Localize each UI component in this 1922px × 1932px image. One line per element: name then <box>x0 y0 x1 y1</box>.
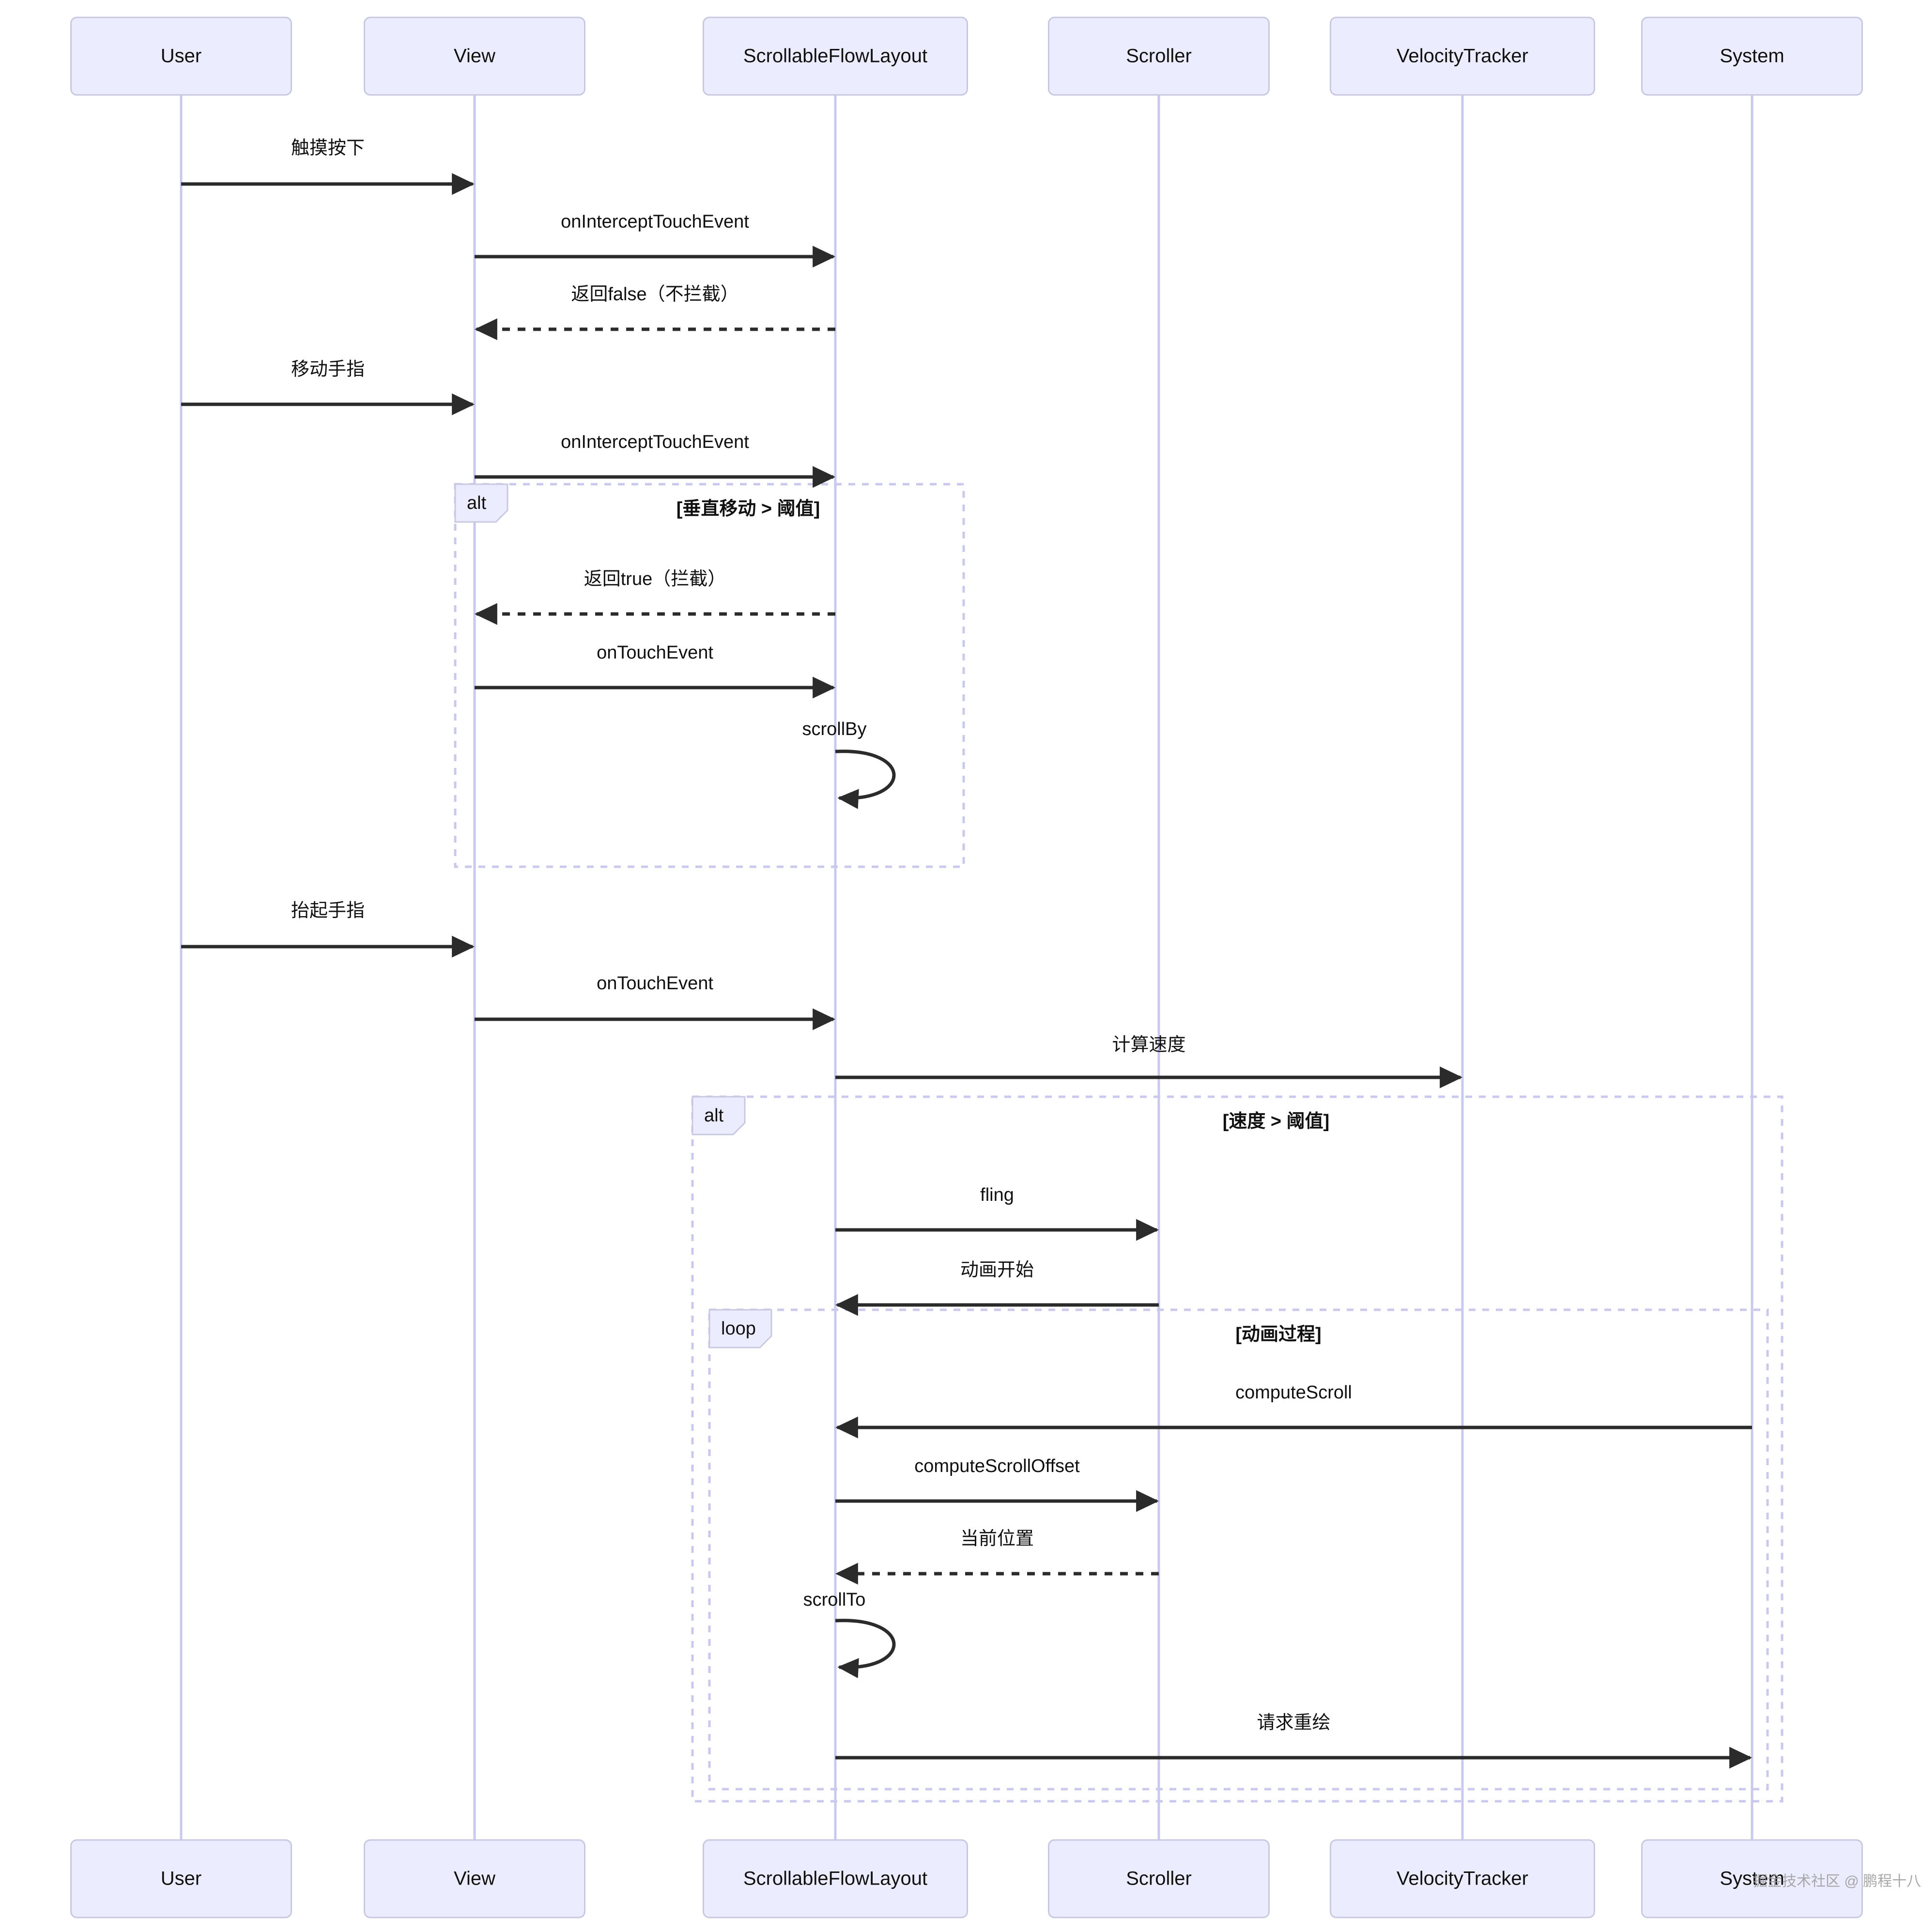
participant-label: User <box>161 46 201 67</box>
message-label: 返回true（拦截） <box>584 569 726 589</box>
message-label: scrollBy <box>802 719 866 739</box>
participant-box <box>1048 1839 1270 1918</box>
message-label: 请求重绘 <box>1257 1713 1330 1733</box>
messages-layer: 触摸按下 onInterceptTouchEvent 返回false（不拦截） 移动手… <box>181 138 1753 1769</box>
message-m18: 请求重绘 <box>835 1713 1753 1769</box>
message-m4: 移动手指 <box>181 359 475 415</box>
message-label: 计算速度 <box>1112 1035 1185 1055</box>
participant-scroller-bottom[interactable]: Scroller <box>1048 1839 1270 1918</box>
message-label: 移动手指 <box>291 359 365 380</box>
participant-box <box>364 1839 585 1918</box>
message-m7: onTouchEvent <box>475 643 836 699</box>
participant-label: Scroller <box>1126 46 1192 67</box>
message-label: computeScrollOffset <box>914 1456 1080 1476</box>
fragment-loop-frag-loop-1: loop [动画过程] <box>708 1308 1769 1791</box>
participant-view-top[interactable]: View <box>364 16 585 96</box>
participant-label: Scroller <box>1126 1868 1192 1889</box>
participant-box <box>70 1839 292 1918</box>
message-m10: onTouchEvent <box>475 973 836 1030</box>
message-label: onInterceptTouchEvent <box>561 212 749 232</box>
participant-box <box>1330 16 1595 96</box>
participant-box <box>703 1839 968 1918</box>
participant-view-bottom[interactable]: View <box>364 1839 585 1918</box>
participant-box <box>703 16 968 96</box>
participant-label: View <box>454 1868 495 1889</box>
message-m14: computeScroll <box>835 1382 1752 1439</box>
message-m5: onInterceptTouchEvent <box>475 432 836 488</box>
fragment-tab <box>692 1096 746 1135</box>
message-m9: 抬起手指 <box>181 901 475 958</box>
message-label: onInterceptTouchEvent <box>561 432 749 452</box>
watermark-label: 掘金技术社区 @ 鹏程十八少 <box>1753 1873 1922 1889</box>
fragment-kind-label: alt <box>704 1105 724 1126</box>
message-label: 返回false（不拦截） <box>571 284 738 305</box>
message-m2: onInterceptTouchEvent <box>475 212 836 268</box>
fragment-condition-label: [动画过程] <box>1235 1324 1321 1345</box>
fragment-kind-label: alt <box>467 493 487 513</box>
message-label: scrollTo <box>803 1590 866 1610</box>
participant-scroller-top[interactable]: Scroller <box>1048 16 1270 96</box>
message-label: 抬起手指 <box>291 901 365 921</box>
fragments-layer: alt [垂直移动 > 阈值] alt [速度 > 阈值] loop [动画过程] <box>454 483 1784 1803</box>
participant-label: User <box>161 1868 201 1889</box>
self-message-arrow <box>835 750 896 809</box>
participant-label: View <box>454 46 495 67</box>
participant-box <box>1641 1839 1863 1918</box>
participant-label: VelocityTracker <box>1397 1868 1528 1889</box>
message-m15: computeScrollOffset <box>835 1456 1159 1512</box>
fragment-tab <box>454 483 508 523</box>
message-m6: 返回true（拦截） <box>474 569 835 625</box>
participant-layout-top[interactable]: ScrollableFlowLayout <box>703 16 968 96</box>
message-m8: scrollBy <box>802 719 896 809</box>
message-m3: 返回false（不拦截） <box>474 284 835 340</box>
participant-label: System <box>1720 46 1784 67</box>
fragment-condition-label: [速度 > 阈值] <box>1223 1111 1330 1132</box>
participant-box <box>1641 16 1863 96</box>
participant-box <box>1330 1839 1595 1918</box>
message-m17: scrollTo <box>803 1590 896 1678</box>
fragment-kind-label: loop <box>721 1319 756 1339</box>
participant-box <box>1048 16 1270 96</box>
message-label: 动画开始 <box>960 1260 1034 1280</box>
participant-system-bottom[interactable]: System <box>1641 1839 1863 1918</box>
message-label: onTouchEvent <box>597 973 713 994</box>
participant-user-top[interactable]: User <box>70 16 292 96</box>
participant-label: System <box>1720 1868 1784 1889</box>
participant-system-top[interactable]: System <box>1641 16 1863 96</box>
participant-user-bottom[interactable]: User <box>70 1839 292 1918</box>
fragment-alt-frag-alt-2: alt [速度 > 阈值] <box>691 1095 1784 1803</box>
message-m1: 触摸按下 <box>181 138 475 195</box>
message-label: 触摸按下 <box>291 138 365 158</box>
participant-label: ScrollableFlowLayout <box>743 1868 927 1889</box>
lifelines-layer <box>180 95 1753 1840</box>
actors-bottom-layer: User View ScrollableFlowLayout Scroller Velo… <box>70 1839 1863 1918</box>
fragment-condition-label: [垂直移动 > 阈值] <box>677 499 820 519</box>
message-m11: 计算速度 <box>835 1035 1463 1089</box>
participant-layout-bottom[interactable]: ScrollableFlowLayout <box>703 1839 968 1918</box>
message-label: fling <box>980 1185 1014 1205</box>
fragment-border <box>691 1095 1784 1803</box>
participant-velocity-bottom[interactable]: VelocityTracker <box>1330 1839 1595 1918</box>
fragment-alt-frag-alt-1: alt [垂直移动 > 阈值] <box>454 483 965 868</box>
participant-label: ScrollableFlowLayout <box>743 46 927 67</box>
message-m12: fling <box>835 1185 1159 1241</box>
message-label: computeScroll <box>1235 1382 1352 1403</box>
fragment-border <box>454 483 965 868</box>
self-message-arrow <box>835 1619 896 1678</box>
participant-box <box>70 16 292 96</box>
message-label: onTouchEvent <box>597 643 713 663</box>
watermark-layer: 掘金技术社区 @ 鹏程十八少 <box>1753 1873 1922 1889</box>
message-m16: 当前位置 <box>835 1529 1159 1585</box>
message-m13: 动画开始 <box>835 1260 1159 1316</box>
fragment-tab <box>708 1309 772 1349</box>
actors-top-layer: User View ScrollableFlowLayout Scroller Velo… <box>70 16 1863 96</box>
message-label: 当前位置 <box>960 1529 1034 1549</box>
fragment-border <box>708 1308 1769 1791</box>
participant-velocity-top[interactable]: VelocityTracker <box>1330 16 1595 96</box>
participant-label: VelocityTracker <box>1397 46 1528 67</box>
participant-box <box>364 16 585 96</box>
